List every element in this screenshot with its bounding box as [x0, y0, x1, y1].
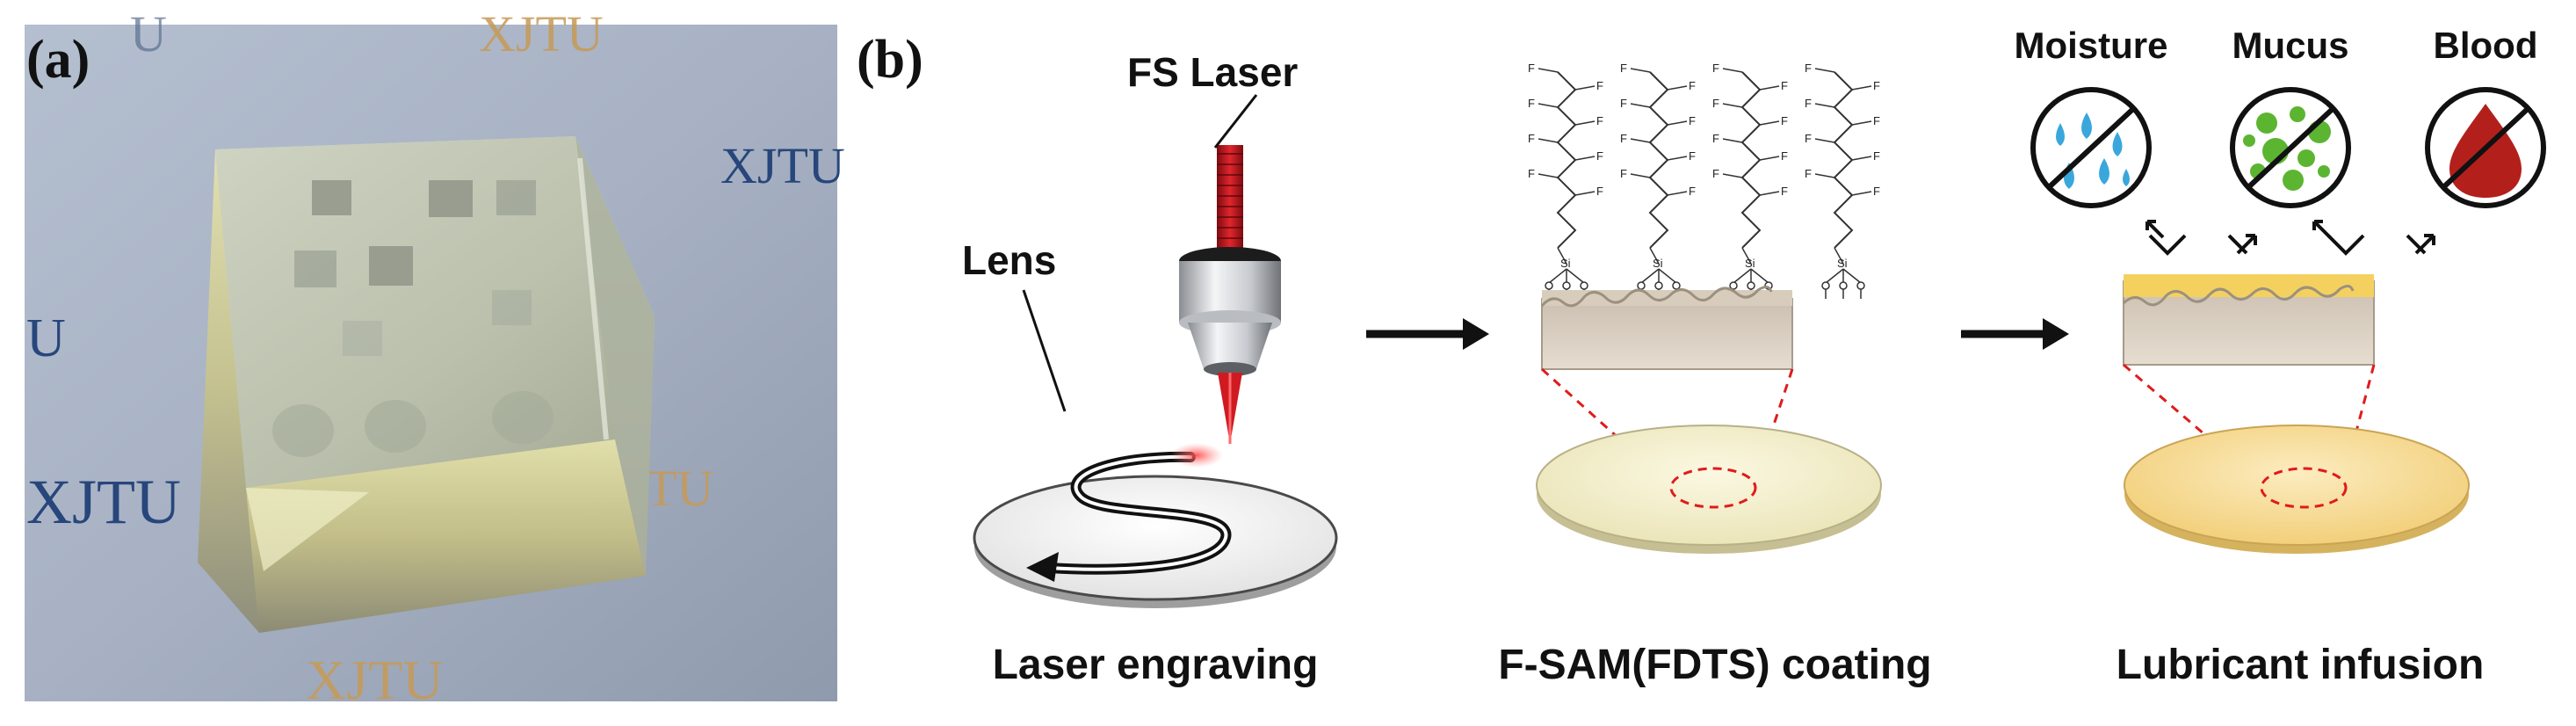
fluorine-atom-label: F	[1689, 79, 1696, 92]
oxygen-atom	[1637, 281, 1646, 290]
fluorine-atom-label: F	[1712, 132, 1719, 145]
fluorine-atom-label: F	[1873, 185, 1880, 198]
fluorine-atom-label: F	[1873, 149, 1880, 163]
oxygen-atom	[1562, 281, 1571, 290]
hazard-label-moisture: Moisture	[2014, 25, 2167, 66]
oxygen-atom	[1545, 281, 1553, 290]
fs-laser-leader	[1213, 94, 1258, 149]
bg-word: U	[26, 309, 66, 368]
fluorine-atom-label: F	[1689, 114, 1696, 127]
silicon-atom-label: Si	[1560, 257, 1571, 270]
fdts-chains: F F F F F F F F Si F F F F F F F F Si F F F F F F F F Si F F F F F F F F Si	[1528, 62, 1880, 299]
fdts-chain: F F F F F F F F Si	[1528, 62, 1603, 299]
bg-word: XJTU	[479, 5, 604, 62]
beam-ripples	[1217, 153, 1243, 239]
bg-word: XJTU	[720, 137, 845, 194]
oxygen-atom	[1672, 281, 1681, 290]
lens-label: Lens	[962, 237, 1056, 283]
bg-word: TU	[646, 460, 713, 517]
hazard-label-blood: Blood	[2434, 25, 2538, 66]
fluorine-atom-label: F	[1620, 62, 1627, 75]
fluorine-atom-label: F	[1620, 167, 1627, 180]
mucus-icon	[2230, 87, 2351, 208]
laser-engraving-illustration	[973, 94, 1338, 608]
fdts-chain: F F F F F F F F Si	[1620, 62, 1696, 299]
oxygen-atom	[1654, 281, 1663, 290]
step-label-laser-engraving: Laser engraving	[993, 642, 1319, 688]
oxygen-atom	[1580, 281, 1588, 290]
bg-word: U	[130, 5, 167, 62]
repel-arrows	[2145, 220, 2435, 256]
fluorine-atom-label: F	[1528, 132, 1535, 145]
fluorine-atom-label: F	[1805, 97, 1812, 110]
fluorine-atom-label: F	[1596, 114, 1603, 127]
fluorine-atom-label: F	[1712, 62, 1719, 75]
silicon-atom-label: Si	[1745, 257, 1755, 270]
bg-word: XJTU	[26, 467, 181, 537]
fluorine-atom-label: F	[1805, 167, 1812, 180]
oxygen-atom	[1821, 281, 1830, 290]
panel-a-label: (a)	[26, 30, 90, 90]
fluorine-atom-label: F	[1873, 114, 1880, 127]
lubricant-infusion-illustration	[2030, 87, 2546, 554]
fluorine-atom-label: F	[1781, 79, 1788, 92]
oxygen-atom	[1747, 281, 1755, 290]
fluorine-atom-label: F	[1689, 185, 1696, 198]
engrave-arrow-head	[1026, 552, 1059, 582]
step-label-fsam-coating: F-SAM(FDTS) coating	[1498, 642, 1931, 688]
fluorine-atom-label: F	[1528, 62, 1535, 75]
panel-b: (b)	[857, 25, 2546, 688]
fluorine-atom-label: F	[1712, 167, 1719, 180]
blood-icon	[2425, 87, 2546, 208]
fluorine-atom-label: F	[1873, 79, 1880, 92]
silicon-atom-label: Si	[1837, 257, 1848, 270]
fluorine-atom-label: F	[1781, 185, 1788, 198]
oxygen-atom	[1856, 281, 1865, 290]
fs-laser-label: FS Laser	[1127, 49, 1298, 95]
hazard-label-mucus: Mucus	[2232, 25, 2348, 66]
fluorine-atom-label: F	[1596, 149, 1603, 163]
fluorine-atom-label: F	[1689, 149, 1696, 163]
fdts-chain: F F F F F F F F Si	[1805, 62, 1880, 299]
step-arrow-2-head	[2043, 318, 2069, 350]
step-arrow-1-head	[1463, 318, 1489, 350]
fluorine-atom-label: F	[1528, 97, 1535, 110]
panel-b-label: (b)	[857, 30, 923, 90]
fluorine-atom-label: F	[1805, 132, 1812, 145]
fdts-chain: F F F F F F F F Si	[1712, 62, 1788, 299]
fluorine-atom-label: F	[1781, 114, 1788, 127]
silicon-atom-label: Si	[1653, 257, 1663, 270]
fluorine-atom-label: F	[1528, 167, 1535, 180]
fluorine-atom-label: F	[1620, 132, 1627, 145]
panel-a-photo: XJTU U XJTU XJTU TU TU XJTU U (a)	[25, 5, 845, 711]
fluorine-atom-label: F	[1781, 149, 1788, 163]
step-label-lubricant-infusion: Lubricant infusion	[2117, 642, 2485, 688]
fluorine-atom-label: F	[1620, 97, 1627, 110]
lens-leader	[1022, 289, 1067, 412]
fluorine-atom-label: F	[1596, 185, 1603, 198]
fsam-coating-illustration: F F F F F F F F Si F F F F F F F F Si F F F F F F F F Si F F F F F F F F Si	[1528, 62, 1882, 554]
oxygen-atom	[1729, 281, 1738, 290]
fluorine-atom-label: F	[1805, 62, 1812, 75]
bg-word: XJTU	[306, 649, 443, 711]
fluorine-atom-label: F	[1596, 79, 1603, 92]
fluorine-atom-label: F	[1712, 97, 1719, 110]
oxygen-atom	[1839, 281, 1848, 290]
moisture-icon	[2030, 87, 2152, 208]
